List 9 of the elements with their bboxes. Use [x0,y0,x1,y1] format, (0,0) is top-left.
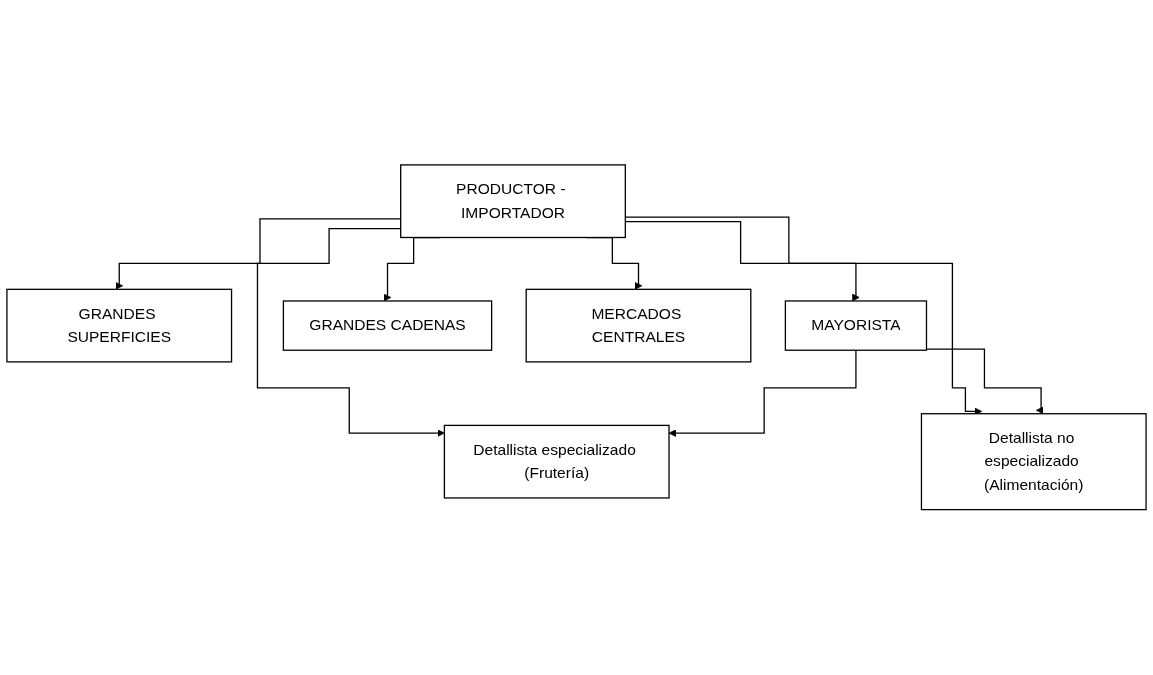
node-box: MAYORISTA [784,300,928,352]
node-box: PRODUCTOR - IMPORTADOR [400,164,626,239]
arrow [925,348,1044,415]
arrow [256,228,445,438]
node-box: Detallista no especializado (Alimentación) [920,413,1147,511]
node-box: GRANDES SUPERFICIES [6,288,233,363]
node-box: GRANDES CADENAS [282,300,493,352]
node-box: Detallista especializado (Frutería) [443,424,670,499]
node-box: MERCADOS CENTRALES [525,288,752,363]
